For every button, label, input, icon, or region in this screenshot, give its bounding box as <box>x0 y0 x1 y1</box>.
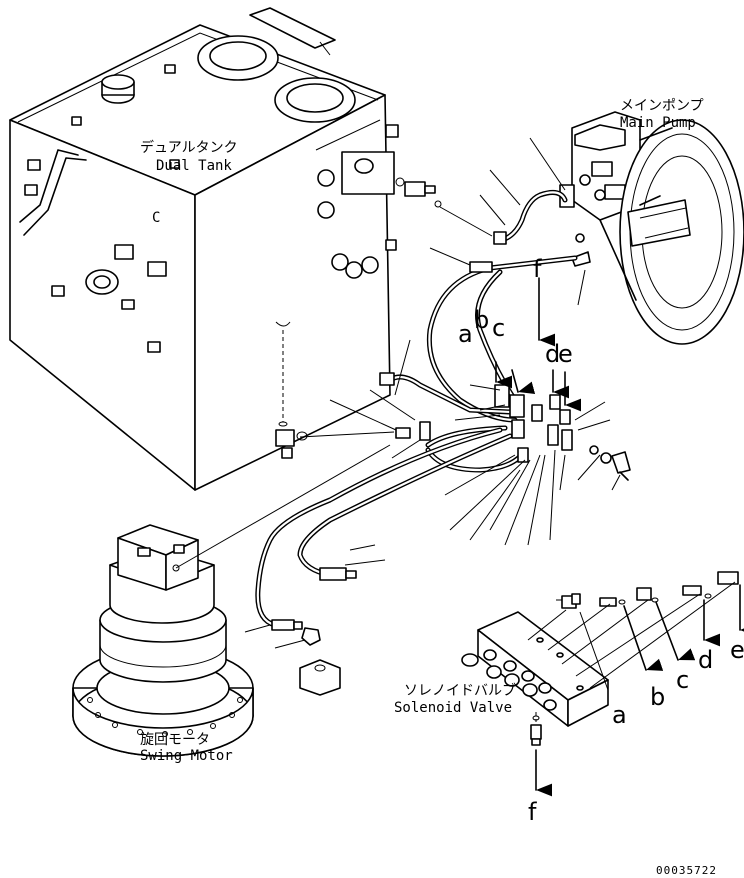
swing-motor-label-en: Swing Motor <box>140 748 233 764</box>
letter-top-f: f <box>533 255 542 283</box>
swing-motor-port-block <box>299 659 341 696</box>
dual-tank-label-jp: デュアルタンク <box>140 139 238 156</box>
main-pump: メインポンプ Main Pump <box>529 98 744 345</box>
dual-tank-label-en: Dual Tank <box>156 158 232 174</box>
part-number: 00035722 <box>656 864 717 877</box>
letter-right-a: a <box>612 701 627 729</box>
solenoid-valve: ソレノイドバルブ Solenoid Valve <box>394 611 609 746</box>
fitting-cluster <box>444 384 631 546</box>
letter-top-b: b <box>474 306 489 334</box>
solenoid-valve-label-en: Solenoid Valve <box>394 700 512 716</box>
junction-fitting <box>395 421 431 441</box>
tank-pump-fitting <box>404 181 436 197</box>
swing-motor-elbow <box>301 627 321 646</box>
letter-top-a: a <box>458 320 473 348</box>
letter-right-d: d <box>698 646 713 674</box>
letter-right-c: c <box>676 666 689 694</box>
letter-bottom-f: f <box>528 798 537 826</box>
hose-assembly <box>244 169 578 696</box>
main-pump-label-en: Main Pump <box>620 115 696 131</box>
letter-right-b: b <box>650 683 665 711</box>
letter-top-e: e <box>558 340 573 368</box>
swing-motor-label-jp: 旋回モータ <box>140 732 210 748</box>
solenoid-valve-label-jp: ソレノイドバルブ <box>404 682 516 699</box>
letter-top-c: c <box>492 314 505 342</box>
dual-tank: C デュアルタンク Dual Tank <box>9 7 399 491</box>
main-pump-label-jp: メインポンプ <box>620 98 704 114</box>
tank-elbow-fitting <box>275 429 295 459</box>
swing-motor: 旋回モータ Swing Motor <box>72 444 391 764</box>
cluster-arrows <box>495 277 581 412</box>
letter-top-d: d <box>545 340 560 368</box>
letter-right-e: e <box>730 636 744 664</box>
valve-connections <box>527 571 744 797</box>
bolt <box>611 451 631 481</box>
tank-c-mark: C <box>152 210 160 226</box>
